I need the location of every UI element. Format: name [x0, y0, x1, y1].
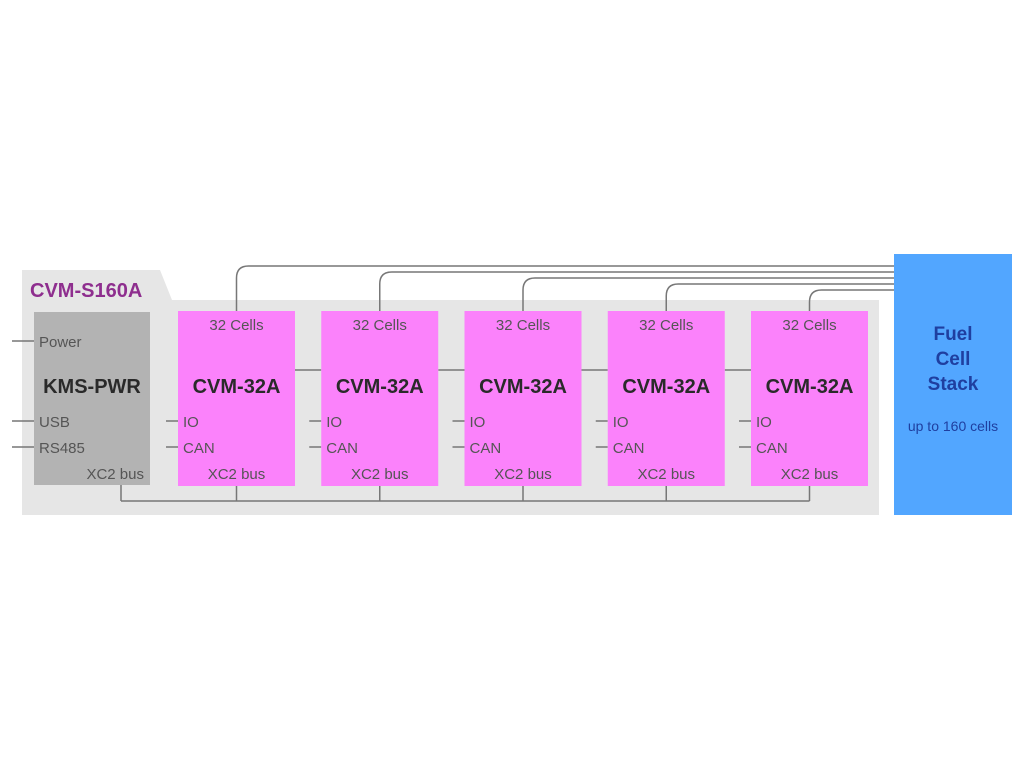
module-io-label: IO	[183, 414, 199, 431]
power-module-name: KMS-PWR	[43, 376, 141, 398]
cvm-module-box	[607, 311, 725, 486]
module-io-label: IO	[756, 414, 772, 431]
system-container	[22, 270, 879, 515]
fuel-cell-stack-box	[894, 254, 1012, 515]
module-cells-label: 32 Cells	[209, 317, 263, 334]
module-bus-label: XC2 bus	[351, 466, 409, 483]
module-io-label: IO	[470, 414, 486, 431]
module-cells-label: 32 Cells	[353, 317, 407, 334]
module-name: CVM-32A	[336, 376, 424, 398]
power-input-label: Power	[39, 334, 82, 351]
module-name: CVM-32A	[479, 376, 567, 398]
power-module-box	[34, 312, 150, 485]
cell-sense-wire	[665, 283, 894, 311]
fuel-cell-stack-line3: Stack	[928, 374, 979, 395]
cell-sense-wire	[379, 271, 894, 311]
fuel-cell-stack-line1: Fuel	[933, 324, 972, 345]
module-can-label: CAN	[326, 440, 358, 457]
module-bus-label: XC2 bus	[637, 466, 695, 483]
module-name: CVM-32A	[193, 376, 281, 398]
module-name: CVM-32A	[622, 376, 710, 398]
fuel-cell-stack-line2: Cell	[936, 349, 971, 370]
system-title: CVM-S160A	[30, 280, 142, 302]
cvm-module-box	[751, 311, 868, 486]
module-bus-label: XC2 bus	[208, 466, 266, 483]
module-can-label: CAN	[613, 440, 645, 457]
cell-sense-wire	[808, 289, 894, 311]
module-bus-label: XC2 bus	[494, 466, 552, 483]
module-cells-label: 32 Cells	[496, 317, 550, 334]
cell-sense-wire	[522, 277, 894, 311]
module-io-label: IO	[326, 414, 342, 431]
cvm-module-box	[321, 311, 439, 486]
cell-sense-wire	[235, 265, 894, 311]
wiring-group	[120, 265, 894, 502]
module-name: CVM-32A	[766, 376, 854, 398]
rs485-input-label: RS485	[39, 440, 85, 457]
power-module-bus-label: XC2 bus	[86, 466, 144, 483]
module-io-label: IO	[613, 414, 629, 431]
cvm-module-box	[178, 311, 295, 486]
module-cells-label: 32 Cells	[782, 317, 836, 334]
module-cells-label: 32 Cells	[639, 317, 693, 334]
module-can-label: CAN	[183, 440, 215, 457]
fuel-cell-stack-capacity: up to 160 cells	[908, 418, 998, 434]
cvm-module-box	[464, 311, 582, 486]
module-bus-label: XC2 bus	[781, 466, 839, 483]
module-can-label: CAN	[470, 440, 502, 457]
usb-input-label: USB	[39, 414, 70, 431]
module-can-label: CAN	[756, 440, 788, 457]
